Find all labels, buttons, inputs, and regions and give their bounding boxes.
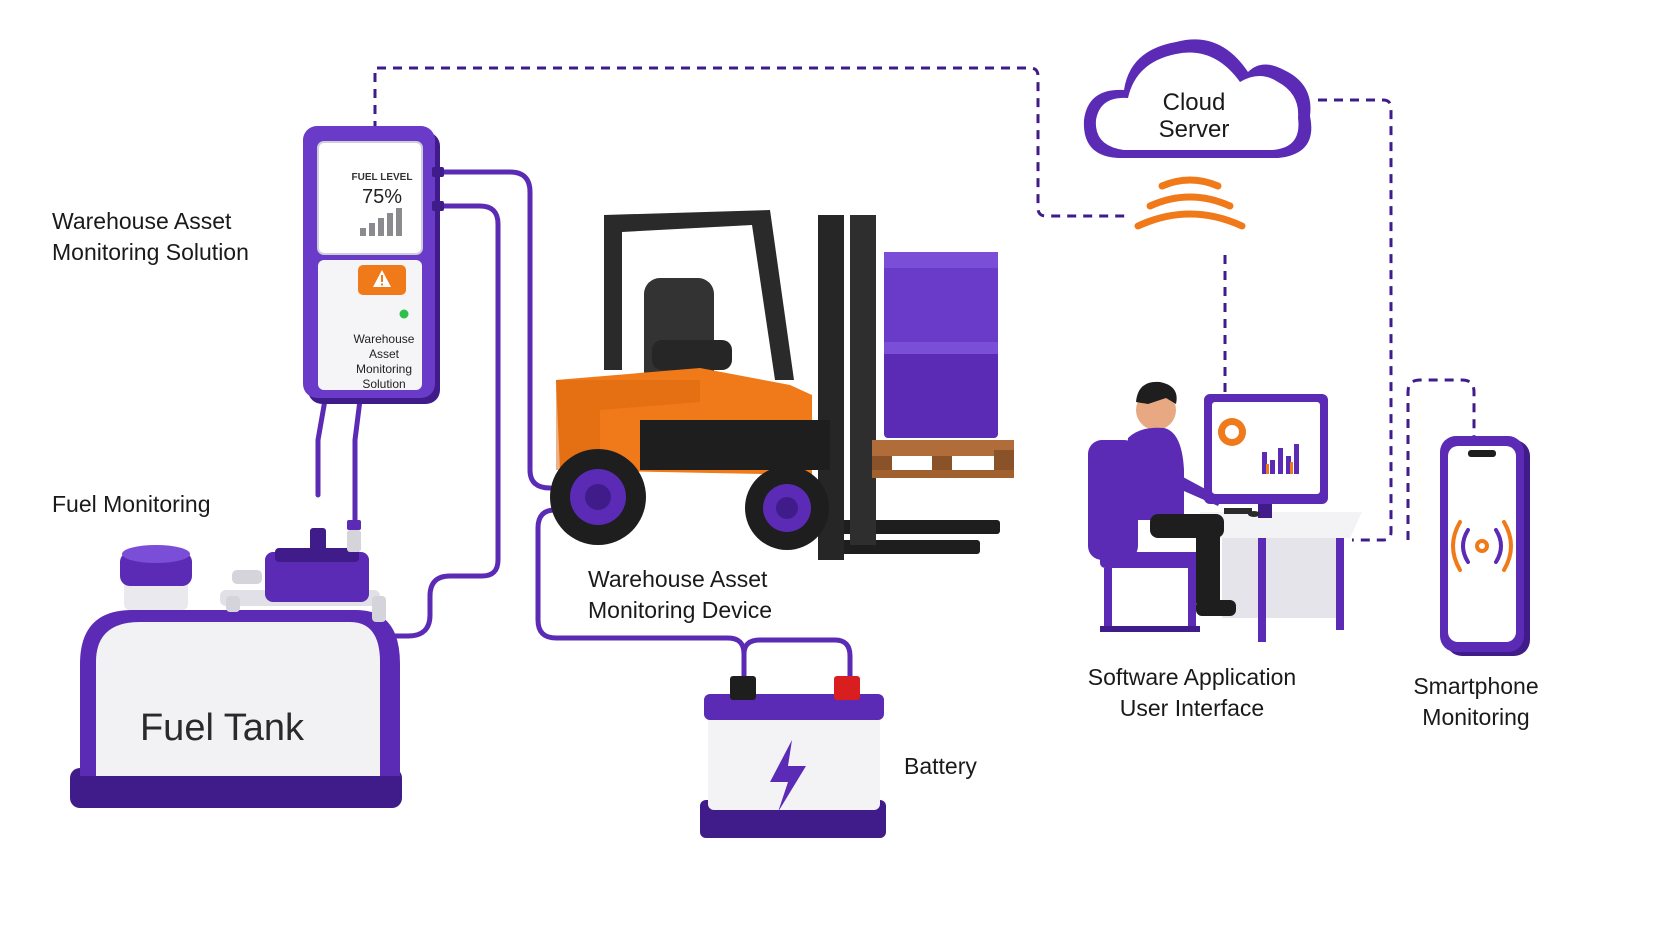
device-label-line2: Monitoring Device [588, 597, 773, 623]
device-footer-3: Monitoring [356, 362, 412, 376]
solution-label: Warehouse Asset Monitoring Solution [52, 206, 249, 268]
signal-bars [360, 208, 402, 236]
device-label: Warehouse Asset Monitoring Device [588, 564, 772, 626]
cable-battery-pos [741, 637, 853, 685]
cable-device-sensor-b [352, 397, 363, 523]
forklift [550, 210, 1014, 560]
status-led [399, 309, 409, 319]
fuel-monitoring-label: Fuel Monitoring [52, 491, 211, 517]
cloud-label-2: Server [1159, 116, 1230, 143]
battery [700, 676, 886, 838]
solution-label-line2: Monitoring Solution [52, 239, 249, 265]
cloud-label-1: Cloud [1163, 89, 1226, 116]
device-label-line1: Warehouse Asset [588, 566, 768, 592]
device-cloud-link [373, 66, 1128, 218]
phone-link [1406, 378, 1476, 540]
fuel-tank: Fuel Tank [70, 520, 402, 808]
cable-device-tank [387, 203, 501, 639]
solution-label-line1: Warehouse Asset [52, 208, 232, 234]
battery-label: Battery [904, 753, 977, 779]
fuel-level-value: 75% [362, 186, 402, 208]
device-footer-2: Asset [369, 347, 400, 361]
workstation [1088, 381, 1362, 642]
software-label: Software Application User Interface [1070, 662, 1314, 724]
smartphone-signal-icon [1451, 520, 1513, 572]
cable-device-sensor-a [315, 397, 328, 498]
monitoring-device: FUEL LEVEL 75% Warehouse Asset Monitorin… [303, 126, 444, 404]
smartphone-label: Smartphone Monitoring [1396, 671, 1556, 733]
software-label-line1: Software Application [1087, 664, 1297, 690]
smartphone [1440, 436, 1530, 656]
network-links [373, 66, 1476, 542]
device-footer-4: Solution [362, 377, 405, 391]
device-footer-1: Warehouse [354, 332, 415, 346]
signal-waves-icon [1134, 176, 1246, 230]
software-label-line2: User Interface [1119, 695, 1265, 721]
cloud-server: Cloud Server [1083, 39, 1312, 230]
smartphone-label-line1: Smartphone [1413, 673, 1539, 699]
fuel-level-title: FUEL LEVEL [352, 172, 413, 183]
cloud-phone-link [1318, 98, 1393, 542]
cable-device-forklift [437, 169, 553, 491]
lightning-bolt-icon [770, 740, 806, 812]
fuel-tank-label: Fuel Tank [140, 707, 305, 749]
cable-battery-neg [535, 507, 747, 685]
cables [315, 169, 853, 685]
smartphone-label-line2: Monitoring [1422, 704, 1530, 730]
